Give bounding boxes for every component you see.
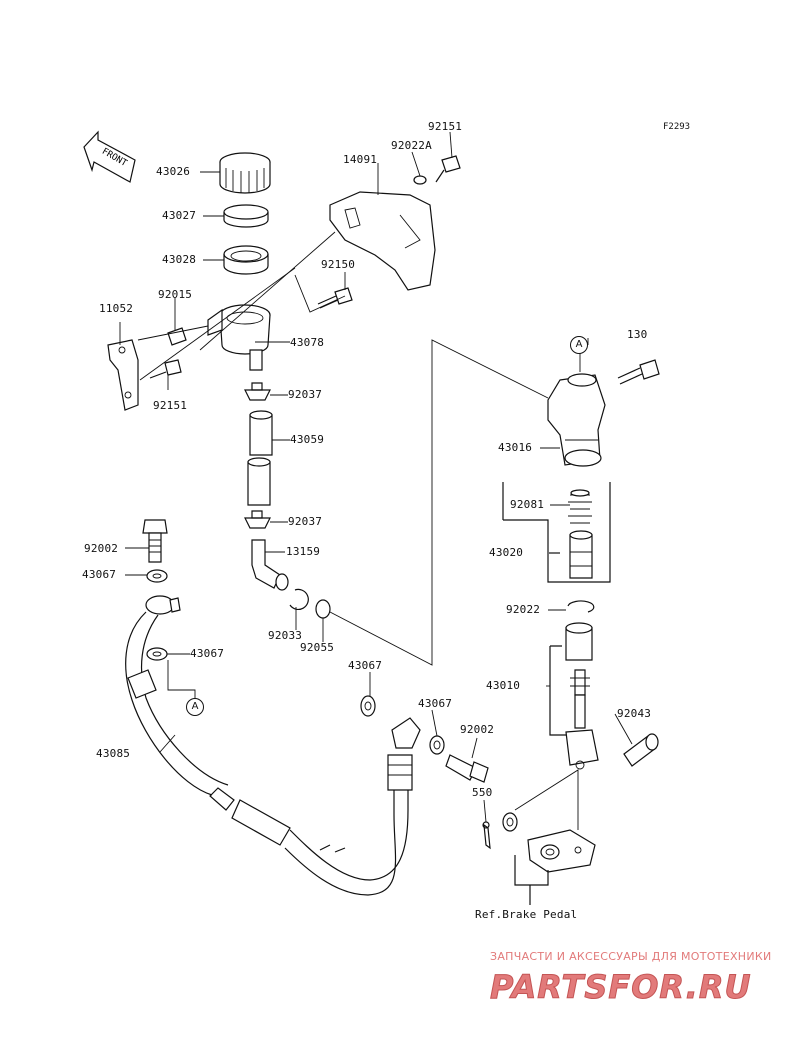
label-92081: 92081 xyxy=(510,498,545,511)
clevis-pin-part xyxy=(623,733,659,767)
diagram-code: F2293 xyxy=(663,122,691,132)
label-43027: 43027 xyxy=(162,209,197,222)
label-92151-low: 92151 xyxy=(153,399,188,412)
cotter-pin-part xyxy=(482,821,491,850)
label-43026: 43026 xyxy=(156,165,191,178)
label-43010: 43010 xyxy=(486,679,521,692)
bolt-92151-top-part xyxy=(435,155,461,183)
label-92022a: 92022A xyxy=(391,139,432,152)
banjo-bolt-left-part xyxy=(142,519,168,563)
reservoir-hose-part xyxy=(247,410,273,506)
washer-92022a-part xyxy=(413,175,427,185)
piston-part xyxy=(569,530,593,579)
master-cylinder-part xyxy=(547,373,606,467)
label-92015: 92015 xyxy=(158,288,193,301)
reservoir-cover-part xyxy=(329,191,436,291)
label-43059: 43059 xyxy=(290,433,325,446)
diaphragm-plate-part xyxy=(223,204,269,228)
label-43067-d: 43067 xyxy=(418,697,453,710)
label-92022: 92022 xyxy=(506,603,541,616)
label-13159: 13159 xyxy=(286,545,321,558)
circlip-92022-part xyxy=(567,600,595,613)
watermark-logo: PARTSFOR.RU xyxy=(490,968,751,1007)
label-92151-top: 92151 xyxy=(428,120,463,133)
washer-pedal-part xyxy=(502,812,518,832)
label-92150: 92150 xyxy=(321,258,356,271)
leader-lines xyxy=(119,131,633,823)
banjo-left-part xyxy=(145,595,181,615)
washer-43067-d-part xyxy=(429,735,445,755)
label-130: 130 xyxy=(627,328,648,341)
label-92055: 92055 xyxy=(300,641,335,654)
label-43067-b: 43067 xyxy=(190,647,225,660)
label-43078: 43078 xyxy=(290,336,325,349)
watermark-tagline: ЗАПЧАСТИ И АКСЕССУАРЫ ДЛЯ МОТОТЕХНИКИ xyxy=(490,950,772,963)
label-92037-low: 92037 xyxy=(288,515,323,528)
collar-part xyxy=(167,327,187,346)
clamp-92037-top-part xyxy=(244,382,271,401)
label-550: 550 xyxy=(472,786,493,799)
label-43020: 43020 xyxy=(489,546,524,559)
banjo-bolt-right-part xyxy=(445,754,489,783)
label-92037-top: 92037 xyxy=(288,388,323,401)
label-43028: 43028 xyxy=(162,253,197,266)
reference-lines xyxy=(137,231,579,830)
washer-43067-a-part xyxy=(146,569,168,583)
label-43067-a: 43067 xyxy=(82,568,117,581)
bolt-130-part xyxy=(617,359,660,385)
label-92002-left: 92002 xyxy=(84,542,119,555)
bolt-92150-part xyxy=(317,287,353,309)
o-ring-part xyxy=(315,599,331,619)
circlip-part xyxy=(289,588,309,611)
washer-43067-b-part xyxy=(146,647,168,661)
clamp-92037-low-part xyxy=(244,510,271,529)
piston-group-bracket xyxy=(502,482,611,583)
label-14091: 14091 xyxy=(343,153,378,166)
label-92033: 92033 xyxy=(268,629,303,642)
pedal-ref-bracket xyxy=(514,855,549,886)
reservoir-body-part xyxy=(207,304,271,371)
push-rod-bracket xyxy=(549,645,566,736)
reference-tag-a-top: A xyxy=(570,336,588,354)
label-43067-c: 43067 xyxy=(348,659,383,672)
label-92002-right: 92002 xyxy=(460,723,495,736)
bolt-92151-low-part xyxy=(149,359,182,379)
diaphragm-part xyxy=(223,245,269,275)
label-43016: 43016 xyxy=(498,441,533,454)
bracket-part xyxy=(107,339,139,411)
reservoir-cap-part xyxy=(219,152,271,194)
push-rod-part xyxy=(565,622,599,770)
front-arrow-icon: FRONT xyxy=(83,130,136,183)
ref-brake-pedal-note: Ref.Brake Pedal xyxy=(475,908,578,921)
watermark-logo-text: PARTSFOR.RU xyxy=(490,968,751,1006)
reference-tag-a-bottom: A xyxy=(186,698,204,716)
elbow-fitting-part xyxy=(251,539,289,591)
washer-43067-c-part xyxy=(360,695,376,717)
spring-part xyxy=(568,489,592,524)
brake-hose-part xyxy=(125,611,421,896)
brake-pedal-ref-part xyxy=(527,829,596,873)
label-43085: 43085 xyxy=(96,747,131,760)
label-11052: 11052 xyxy=(99,302,134,315)
label-92043: 92043 xyxy=(617,707,652,720)
